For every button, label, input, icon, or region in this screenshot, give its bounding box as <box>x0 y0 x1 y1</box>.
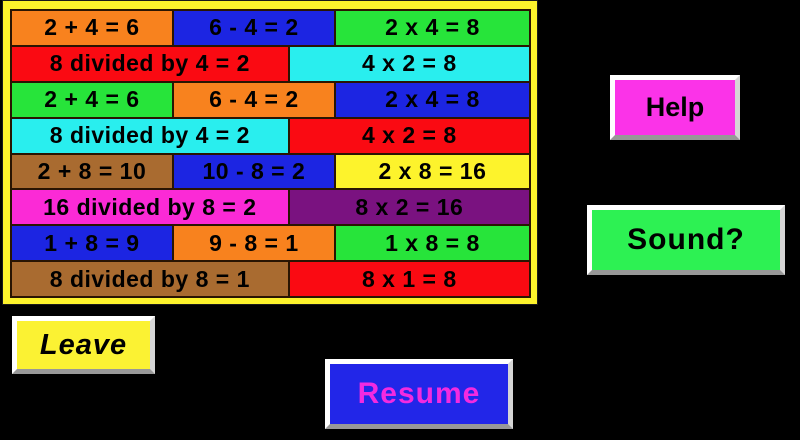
equation-cell[interactable]: 9 - 8 = 1 <box>172 225 335 262</box>
equation-cell[interactable]: 8 x 2 = 16 <box>288 189 530 226</box>
equation-cell[interactable]: 6 - 4 = 2 <box>172 10 335 46</box>
sound-button[interactable]: Sound? <box>587 205 785 275</box>
equation-cell[interactable]: 2 x 8 = 16 <box>334 153 530 190</box>
equation-cell[interactable]: 1 x 8 = 8 <box>334 225 530 262</box>
equation-cell[interactable]: 4 x 2 = 8 <box>288 117 530 154</box>
equation-cell[interactable]: 8 divided by 8 = 1 <box>11 261 289 297</box>
equation-cell[interactable]: 1 + 8 = 9 <box>11 225 173 262</box>
equation-cell[interactable]: 8 divided by 4 = 2 <box>11 45 289 82</box>
help-button[interactable]: Help <box>610 75 740 140</box>
equation-cell[interactable]: 8 divided by 4 = 2 <box>11 117 289 154</box>
equation-cell[interactable]: 6 - 4 = 2 <box>172 81 335 118</box>
equation-cell[interactable]: 2 x 4 = 8 <box>334 10 530 46</box>
leave-button[interactable]: Leave <box>12 316 155 374</box>
resume-button[interactable]: Resume <box>325 359 513 429</box>
equation-cell[interactable]: 2 + 8 = 10 <box>11 153 173 190</box>
equation-cell[interactable]: 2 + 4 = 6 <box>11 10 173 46</box>
equation-cell[interactable]: 2 + 4 = 6 <box>11 81 173 118</box>
equation-cell[interactable]: 8 x 1 = 8 <box>288 261 530 297</box>
equation-cell[interactable]: 16 divided by 8 = 2 <box>11 189 289 226</box>
equation-cell[interactable]: 2 x 4 = 8 <box>334 81 530 118</box>
equation-cell[interactable]: 4 x 2 = 8 <box>288 45 530 82</box>
equation-cell[interactable]: 10 - 8 = 2 <box>172 153 335 190</box>
